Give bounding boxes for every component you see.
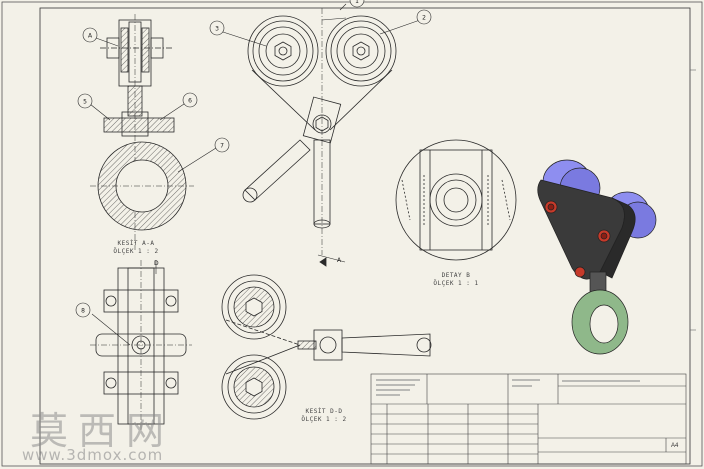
section-d-d-label: KESİT D-D ÖLÇEK 1 : 2	[284, 408, 364, 424]
section-d-d-title: KESİT D-D	[305, 408, 343, 415]
watermark-logo: 莫西网	[30, 409, 175, 453]
sheet-inner-border	[39, 7, 691, 465]
section-d-d-scale: ÖLÇEK 1 : 2	[301, 416, 347, 423]
balloon-7-text: 7	[220, 143, 224, 150]
balloon-5-text: 5	[83, 99, 87, 106]
section-a-a-scale: ÖLÇEK 1 : 2	[113, 248, 159, 255]
balloon-2	[416, 9, 432, 25]
balloon-3-text: 3	[215, 26, 219, 33]
balloon-2-text: 2	[422, 15, 426, 22]
section-d-d-view	[221, 274, 432, 420]
detail-b-title: DETAY B	[441, 272, 471, 279]
balloon-a	[82, 27, 98, 43]
sheet-size: A4	[671, 443, 679, 449]
section-a-a-title: KESİT A-A	[117, 240, 155, 247]
title-block	[370, 373, 687, 465]
isometric-3d-view	[537, 159, 657, 355]
balloon-8	[75, 302, 91, 318]
balloon-5	[77, 93, 93, 109]
balloon-1	[349, 0, 365, 8]
side-view	[90, 260, 192, 430]
section-a-a-view	[90, 14, 194, 250]
balloon-6-text: 6	[188, 98, 192, 105]
detail-b-label: DETAY B ÖLÇEK 1 : 1	[416, 272, 496, 288]
detail-b-scale: ÖLÇEK 1 : 1	[433, 280, 479, 287]
detail-b-view	[395, 139, 517, 261]
section-a-a-label: KESİT A-A ÖLÇEK 1 : 2	[96, 240, 176, 256]
balloon-leaders	[89, 3, 421, 346]
balloon-8-text: 8	[81, 308, 85, 315]
balloon-1-text: 1	[355, 0, 359, 5]
balloon-6	[182, 92, 198, 108]
cut-letter-d: D	[154, 260, 159, 267]
balloon-7	[214, 137, 230, 153]
balloon-a-text: A	[88, 33, 93, 40]
front-view	[242, 8, 397, 267]
balloon-3	[209, 20, 225, 36]
watermark-url: www.3dmox.com	[22, 446, 164, 464]
cut-letter-a: A	[337, 257, 342, 264]
